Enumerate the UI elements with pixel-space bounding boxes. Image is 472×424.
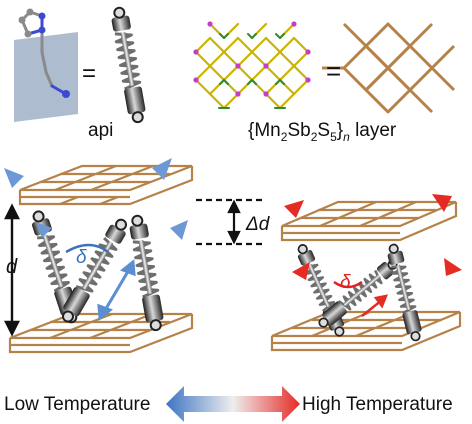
bottom-grid-low bbox=[8, 312, 194, 354]
molecule-icon bbox=[18, 8, 70, 98]
extension-arrow-blue bbox=[97, 259, 136, 321]
angle-arc-blue bbox=[65, 243, 109, 254]
spring-icon bbox=[108, 4, 149, 126]
high-temperature-label: High Temperature bbox=[302, 394, 453, 415]
framework-icon bbox=[193, 21, 311, 110]
temperature-arrow bbox=[166, 386, 300, 422]
delta-angle-low-label: δ bbox=[76, 247, 87, 268]
high-temp-assembly bbox=[270, 194, 462, 352]
arrow-icon bbox=[4, 158, 188, 240]
compression-arrow-red bbox=[361, 294, 389, 317]
top-grid-low bbox=[18, 164, 194, 206]
equals-sign-2: = bbox=[326, 56, 342, 86]
net-icon bbox=[322, 22, 456, 114]
low-temp-assembly bbox=[4, 158, 194, 354]
equals-sign-1: = bbox=[82, 60, 97, 87]
top-grid-high bbox=[280, 200, 458, 242]
layer-formula-label: {Mn2Sb2S5}n layer bbox=[248, 120, 397, 144]
api-molecule-illustration bbox=[14, 8, 78, 122]
low-temperature-label: Low Temperature bbox=[4, 394, 151, 415]
plane-sheet bbox=[14, 32, 78, 122]
delta-angle-high-label: δ bbox=[340, 272, 351, 293]
d-dimension-arrow bbox=[4, 203, 20, 337]
angle-arc-red bbox=[333, 280, 363, 289]
delta-d-indicator bbox=[196, 198, 262, 246]
d-label: d bbox=[6, 256, 18, 278]
delta-d-label: Δd bbox=[246, 214, 270, 235]
arrow-icon bbox=[284, 194, 462, 280]
bottom-grid-high bbox=[270, 310, 462, 352]
api-label: api bbox=[88, 120, 114, 141]
